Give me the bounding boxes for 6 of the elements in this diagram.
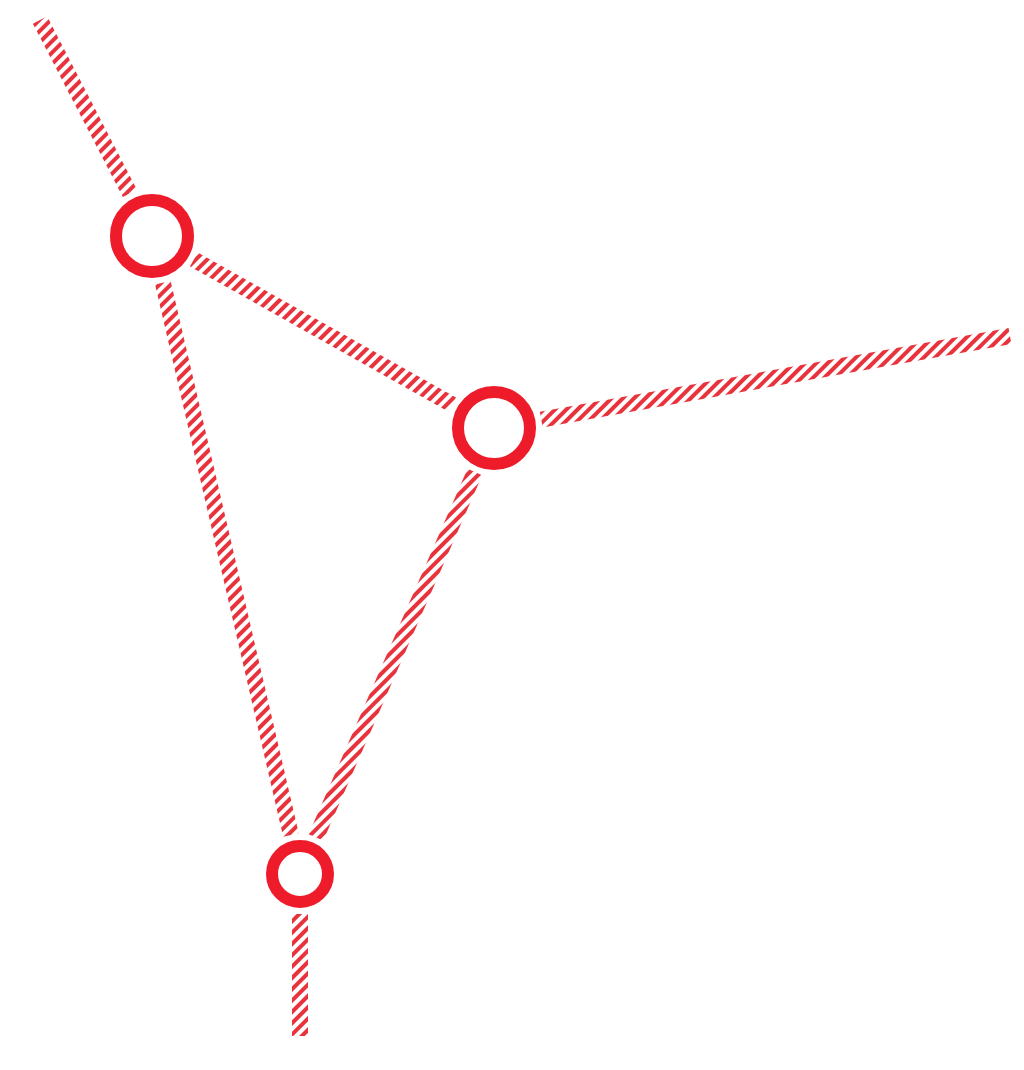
- hatched-line: [539, 328, 1012, 428]
- hatched-line: [189, 252, 457, 412]
- hatched-line: [155, 280, 299, 837]
- hatched-line: [292, 914, 308, 1036]
- hatched-line: [308, 468, 483, 841]
- hatched-line: [32, 16, 137, 198]
